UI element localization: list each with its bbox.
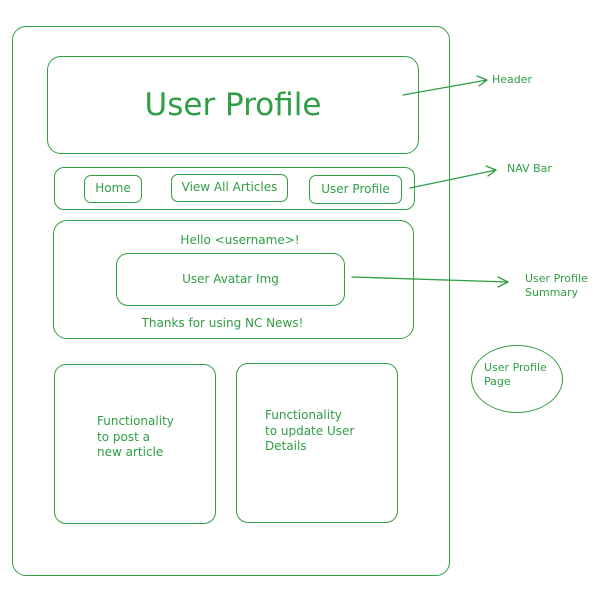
nav-view-all-articles-label: View All Articles [181,180,278,195]
thanks-text: Thanks for using NC News! [141,316,304,330]
header-title: User Profile [144,86,322,123]
nav-home-label: Home [95,181,131,196]
nav-view-all-articles-button[interactable]: View All Articles [171,174,288,202]
page-frame [12,26,450,576]
greeting-text: Hello <username>! [180,233,300,247]
header-box: User Profile [47,56,419,154]
page-label-circle [471,345,563,413]
annotation-profile-summary: User Profile Summary [525,272,588,300]
update-details-panel [236,363,398,523]
post-article-panel [54,364,216,524]
annotation-page: User Profile Page [484,361,547,389]
annotation-header: Header [492,73,533,86]
user-avatar-placeholder: User Avatar Img [116,253,345,306]
nav-user-profile-label: User Profile [321,181,390,196]
update-details-text: Functionality to update User Details [265,408,355,454]
nav-user-profile-button[interactable]: User Profile [309,175,402,204]
nav-home-button[interactable]: Home [84,175,142,203]
avatar-label: User Avatar Img [182,271,279,286]
post-article-text: Functionality to post a new article [97,414,174,460]
annotation-nav-bar: NAV Bar [507,162,552,175]
